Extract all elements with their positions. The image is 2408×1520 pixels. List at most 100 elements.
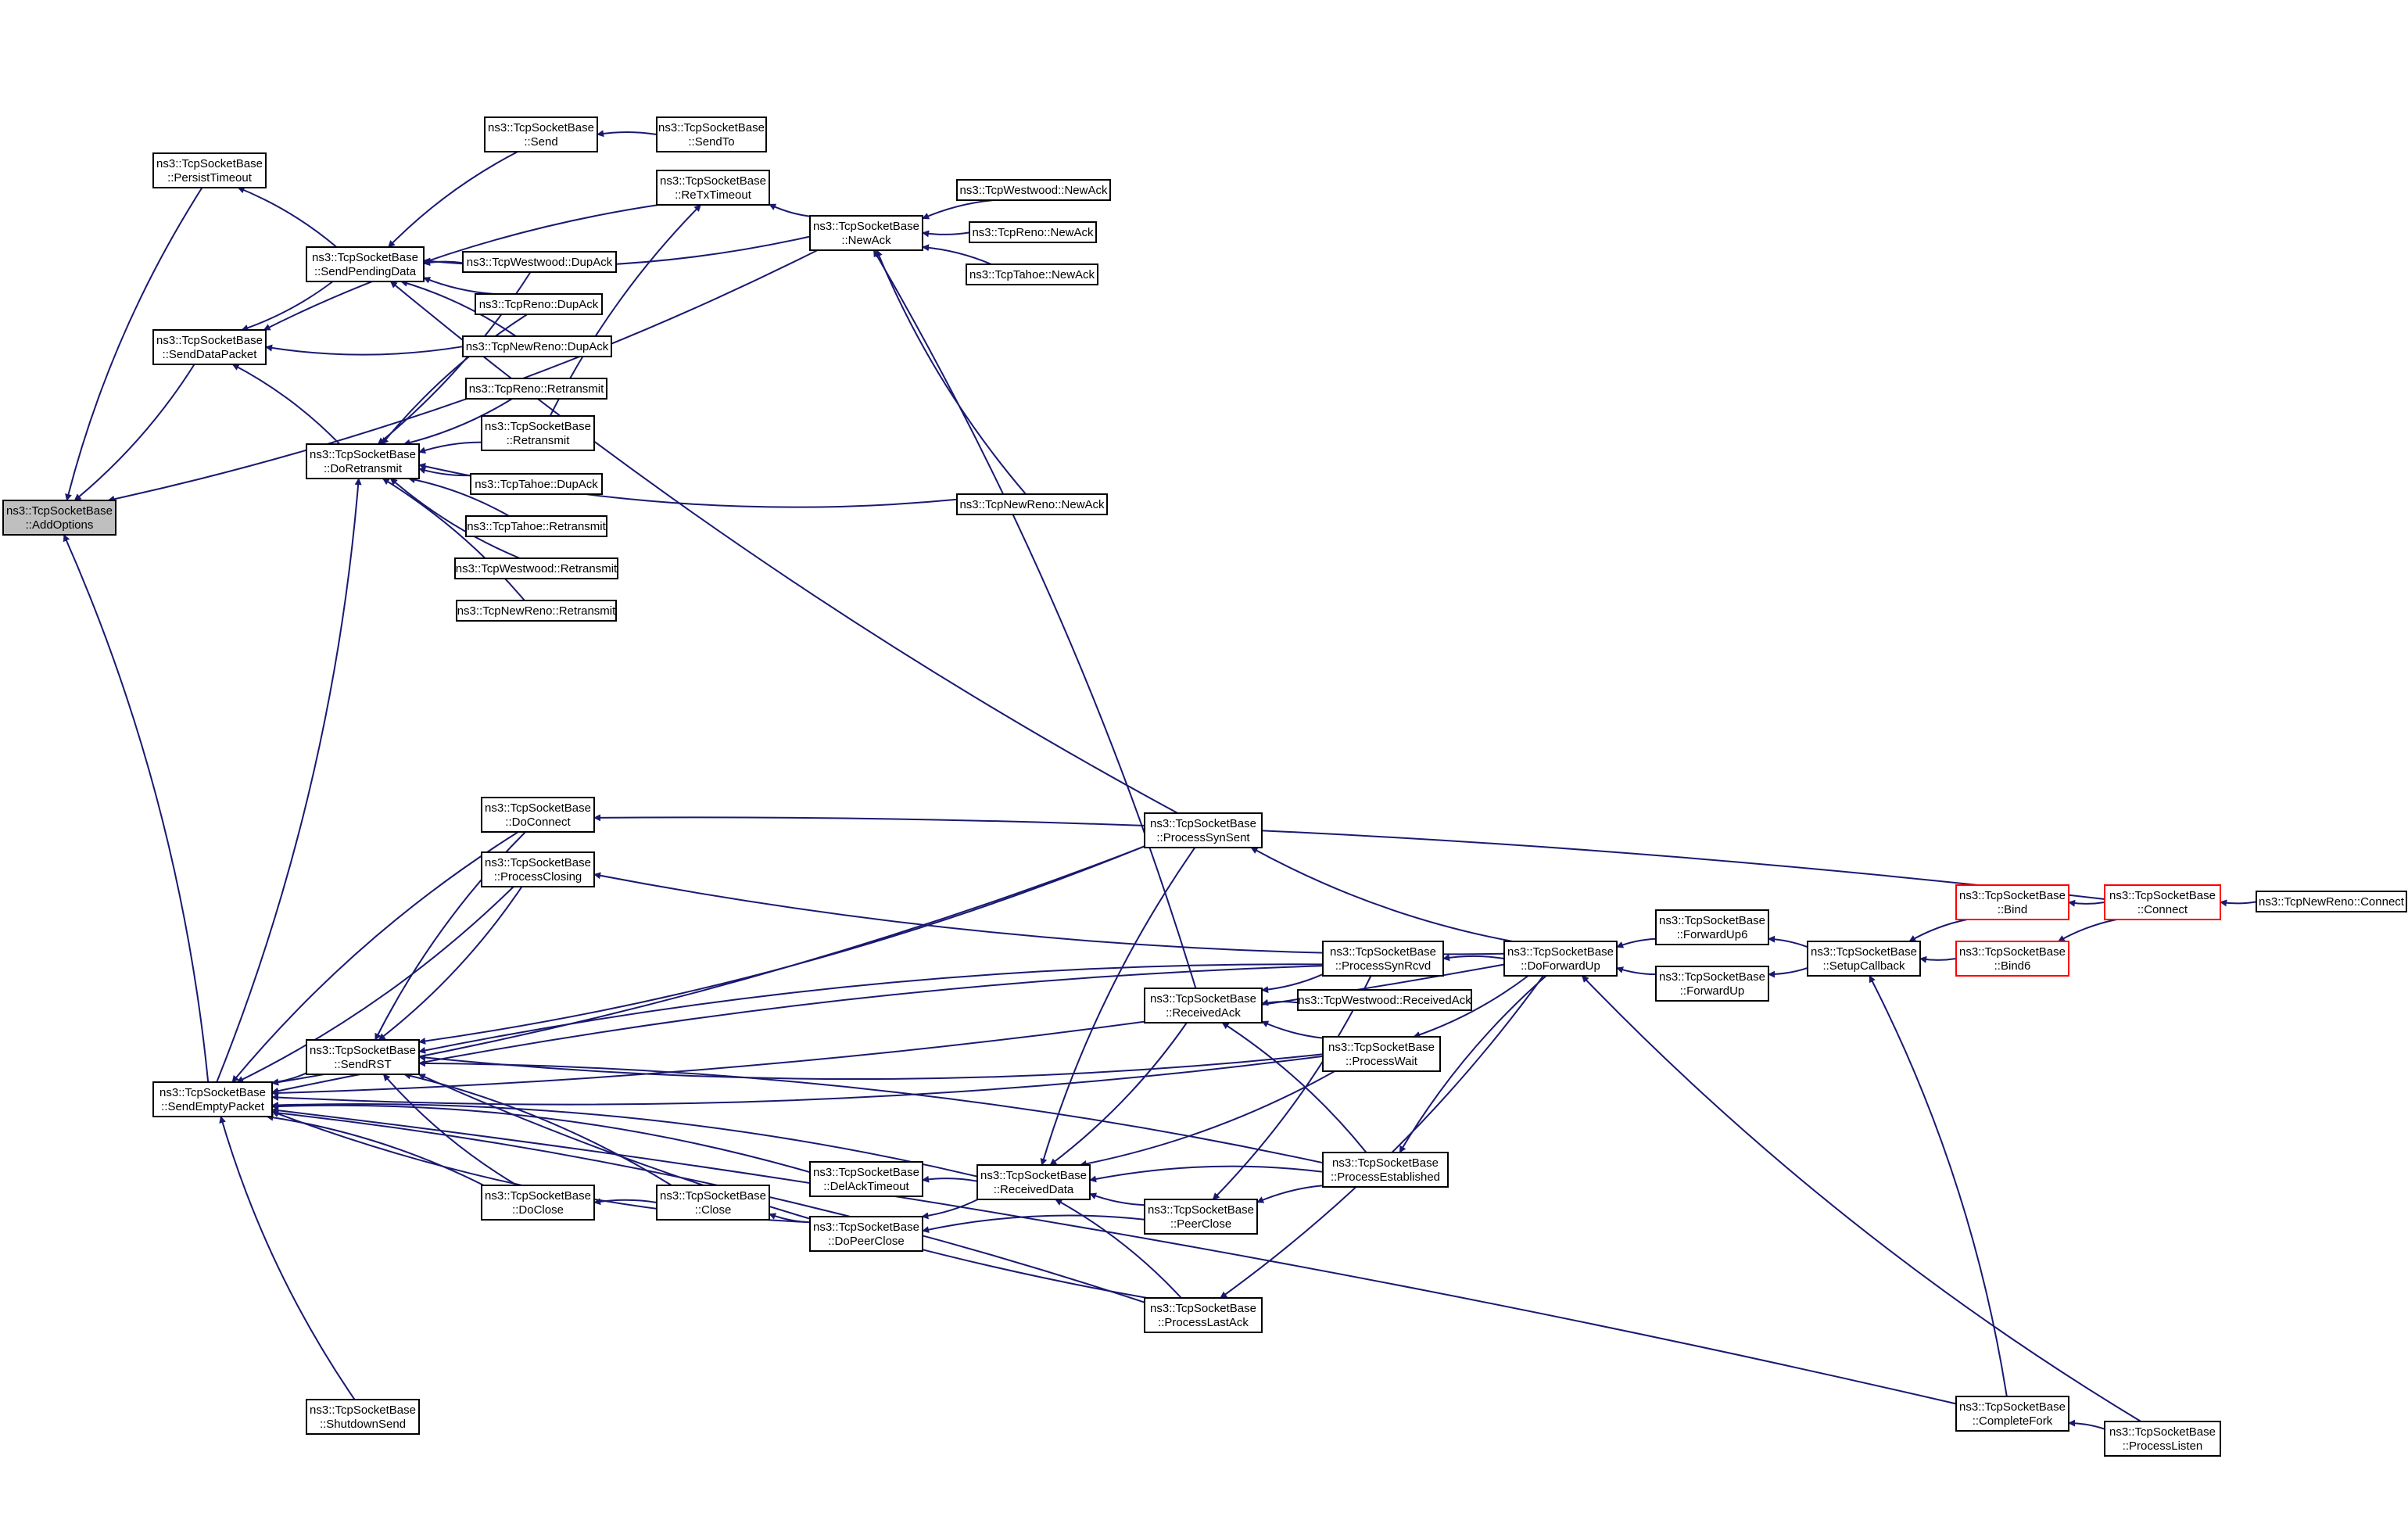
node-processlastack[interactable]: ns3::TcpSocketBase::ProcessLastAck xyxy=(1144,1297,1263,1333)
node-box-retransmit[interactable] xyxy=(481,415,595,451)
node-box-senddatapacket[interactable] xyxy=(152,329,267,365)
node-box-doclose[interactable] xyxy=(481,1185,595,1221)
node-box-processestablished[interactable] xyxy=(1322,1152,1449,1188)
node-doretransmit[interactable]: ns3::TcpSocketBase::DoRetransmit xyxy=(306,443,420,479)
node-newreno_connect[interactable]: ns3::TcpNewReno::Connect xyxy=(2256,891,2407,912)
node-box-sendemptypacket[interactable] xyxy=(152,1081,273,1117)
node-doforwardup[interactable]: ns3::TcpSocketBase::DoForwardUp xyxy=(1503,941,1618,977)
node-completefork[interactable]: ns3::TcpSocketBase::CompleteFork xyxy=(1955,1396,2069,1432)
node-box-processlastack[interactable] xyxy=(1144,1297,1263,1333)
node-tahoe_dupack[interactable]: ns3::TcpTahoe::DupAck xyxy=(470,473,603,495)
node-reno_dupack[interactable]: ns3::TcpReno::DupAck xyxy=(475,293,603,315)
node-box-shutdownsend[interactable] xyxy=(306,1399,420,1435)
node-connect[interactable]: ns3::TcpSocketBase::Connect xyxy=(2104,884,2221,920)
node-tahoe_newack[interactable]: ns3::TcpTahoe::NewAck xyxy=(966,263,1098,285)
node-box-bind[interactable] xyxy=(1955,884,2069,920)
node-shutdownsend[interactable]: ns3::TcpSocketBase::ShutdownSend xyxy=(306,1399,420,1435)
node-doclose[interactable]: ns3::TcpSocketBase::DoClose xyxy=(481,1185,595,1221)
node-forwardup6[interactable]: ns3::TcpSocketBase::ForwardUp6 xyxy=(1655,909,1769,945)
node-box-reno_newack[interactable] xyxy=(969,221,1097,243)
node-box-tahoe_retransmit[interactable] xyxy=(465,515,607,537)
node-box-processlisten[interactable] xyxy=(2104,1421,2221,1457)
node-box-send[interactable] xyxy=(484,117,598,152)
node-sendrst[interactable]: ns3::TcpSocketBase::SendRST xyxy=(306,1039,420,1075)
node-box-tahoe_newack[interactable] xyxy=(966,263,1098,285)
node-newreno_newack[interactable]: ns3::TcpNewReno::NewAck xyxy=(956,493,1108,515)
node-reno_newack[interactable]: ns3::TcpReno::NewAck xyxy=(969,221,1097,243)
node-sendpendingdata[interactable]: ns3::TcpSocketBase::SendPendingData xyxy=(306,246,425,282)
node-setupcallback[interactable]: ns3::TcpSocketBase::SetupCallback xyxy=(1807,941,1921,977)
node-box-sendpendingdata[interactable] xyxy=(306,246,425,282)
node-box-peerclose[interactable] xyxy=(1144,1199,1258,1235)
node-westwood_dupack[interactable]: ns3::TcpWestwood::DupAck xyxy=(462,251,617,273)
node-box-connect[interactable] xyxy=(2104,884,2221,920)
node-box-doretransmit[interactable] xyxy=(306,443,420,479)
node-box-receivedack[interactable] xyxy=(1144,988,1263,1023)
node-box-newreno_connect[interactable] xyxy=(2256,891,2407,912)
node-persisttimeout[interactable]: ns3::TcpSocketBase::PersistTimeout xyxy=(152,152,267,188)
node-send[interactable]: ns3::TcpSocketBase::Send xyxy=(484,117,598,152)
node-box-processclosing[interactable] xyxy=(481,851,595,887)
node-box-westwood_retransmit[interactable] xyxy=(454,557,618,579)
node-box-doconnect[interactable] xyxy=(481,797,595,833)
node-box-retxtimeout[interactable] xyxy=(656,170,770,206)
node-box-dopeerclose[interactable] xyxy=(809,1216,923,1252)
node-retxtimeout[interactable]: ns3::TcpSocketBase::ReTxTimeout xyxy=(656,170,770,206)
node-box-newreno_retransmit[interactable] xyxy=(456,600,617,622)
node-box-sendrst[interactable] xyxy=(306,1039,420,1075)
node-westwood_receivedack[interactable]: ns3::TcpWestwood::ReceivedAck xyxy=(1297,989,1472,1011)
node-addoptions[interactable]: ns3::TcpSocketBase::AddOptions xyxy=(2,500,116,536)
node-processsynrcvd[interactable]: ns3::TcpSocketBase::ProcessSynRcvd xyxy=(1322,941,1444,977)
node-senddatapacket[interactable]: ns3::TcpSocketBase::SendDataPacket xyxy=(152,329,267,365)
node-box-tahoe_dupack[interactable] xyxy=(470,473,603,495)
node-box-close[interactable] xyxy=(656,1185,770,1221)
node-receiveddata[interactable]: ns3::TcpSocketBase::ReceivedData xyxy=(976,1164,1091,1200)
node-sendemptypacket[interactable]: ns3::TcpSocketBase::SendEmptyPacket xyxy=(152,1081,273,1117)
node-processclosing[interactable]: ns3::TcpSocketBase::ProcessClosing xyxy=(481,851,595,887)
node-box-reno_retransmit[interactable] xyxy=(465,378,607,400)
node-forwardup[interactable]: ns3::TcpSocketBase::ForwardUp xyxy=(1655,966,1769,1002)
node-box-sendto[interactable] xyxy=(656,117,767,152)
node-newreno_retransmit[interactable]: ns3::TcpNewReno::Retransmit xyxy=(456,600,617,622)
node-box-westwood_dupack[interactable] xyxy=(462,251,617,273)
node-box-newreno_dupack[interactable] xyxy=(462,335,612,357)
node-delacktimeout[interactable]: ns3::TcpSocketBase::DelAckTimeout xyxy=(809,1161,923,1197)
node-receivedack[interactable]: ns3::TcpSocketBase::ReceivedAck xyxy=(1144,988,1263,1023)
node-westwood_retransmit[interactable]: ns3::TcpWestwood::Retransmit xyxy=(454,557,618,579)
node-box-completefork[interactable] xyxy=(1955,1396,2069,1432)
node-peerclose[interactable]: ns3::TcpSocketBase::PeerClose xyxy=(1144,1199,1258,1235)
node-retransmit[interactable]: ns3::TcpSocketBase::Retransmit xyxy=(481,415,595,451)
node-box-forwardup[interactable] xyxy=(1655,966,1769,1002)
node-tahoe_retransmit[interactable]: ns3::TcpTahoe::Retransmit xyxy=(465,515,607,537)
node-box-processwait[interactable] xyxy=(1322,1036,1441,1072)
node-processestablished[interactable]: ns3::TcpSocketBase::ProcessEstablished xyxy=(1322,1152,1449,1188)
node-box-doforwardup[interactable] xyxy=(1503,941,1618,977)
node-doconnect[interactable]: ns3::TcpSocketBase::DoConnect xyxy=(481,797,595,833)
node-box-westwood_receivedack[interactable] xyxy=(1297,989,1472,1011)
node-box-processsynrcvd[interactable] xyxy=(1322,941,1444,977)
node-dopeerclose[interactable]: ns3::TcpSocketBase::DoPeerClose xyxy=(809,1216,923,1252)
node-box-forwardup6[interactable] xyxy=(1655,909,1769,945)
node-westwood_newack[interactable]: ns3::TcpWestwood::NewAck xyxy=(956,179,1111,201)
node-close[interactable]: ns3::TcpSocketBase::Close xyxy=(656,1185,770,1221)
node-box-processsynsent[interactable] xyxy=(1144,812,1263,848)
node-processwait[interactable]: ns3::TcpSocketBase::ProcessWait xyxy=(1322,1036,1441,1072)
node-box-newreno_newack[interactable] xyxy=(956,493,1108,515)
node-processsynsent[interactable]: ns3::TcpSocketBase::ProcessSynSent xyxy=(1144,812,1263,848)
node-processlisten[interactable]: ns3::TcpSocketBase::ProcessListen xyxy=(2104,1421,2221,1457)
node-box-reno_dupack[interactable] xyxy=(475,293,603,315)
node-box-delacktimeout[interactable] xyxy=(809,1161,923,1197)
node-newreno_dupack[interactable]: ns3::TcpNewReno::DupAck xyxy=(462,335,612,357)
node-box-persisttimeout[interactable] xyxy=(152,152,267,188)
node-box-bind6[interactable] xyxy=(1955,941,2069,977)
node-box-addoptions[interactable] xyxy=(2,500,116,536)
node-reno_retransmit[interactable]: ns3::TcpReno::Retransmit xyxy=(465,378,607,400)
node-box-setupcallback[interactable] xyxy=(1807,941,1921,977)
node-box-westwood_newack[interactable] xyxy=(956,179,1111,201)
node-bind6[interactable]: ns3::TcpSocketBase::Bind6 xyxy=(1955,941,2069,977)
node-bind[interactable]: ns3::TcpSocketBase::Bind xyxy=(1955,884,2069,920)
node-sendto[interactable]: ns3::TcpSocketBase::SendTo xyxy=(656,117,767,152)
node-box-receiveddata[interactable] xyxy=(976,1164,1091,1200)
node-box-newack[interactable] xyxy=(809,215,923,251)
node-newack[interactable]: ns3::TcpSocketBase::NewAck xyxy=(809,215,923,251)
